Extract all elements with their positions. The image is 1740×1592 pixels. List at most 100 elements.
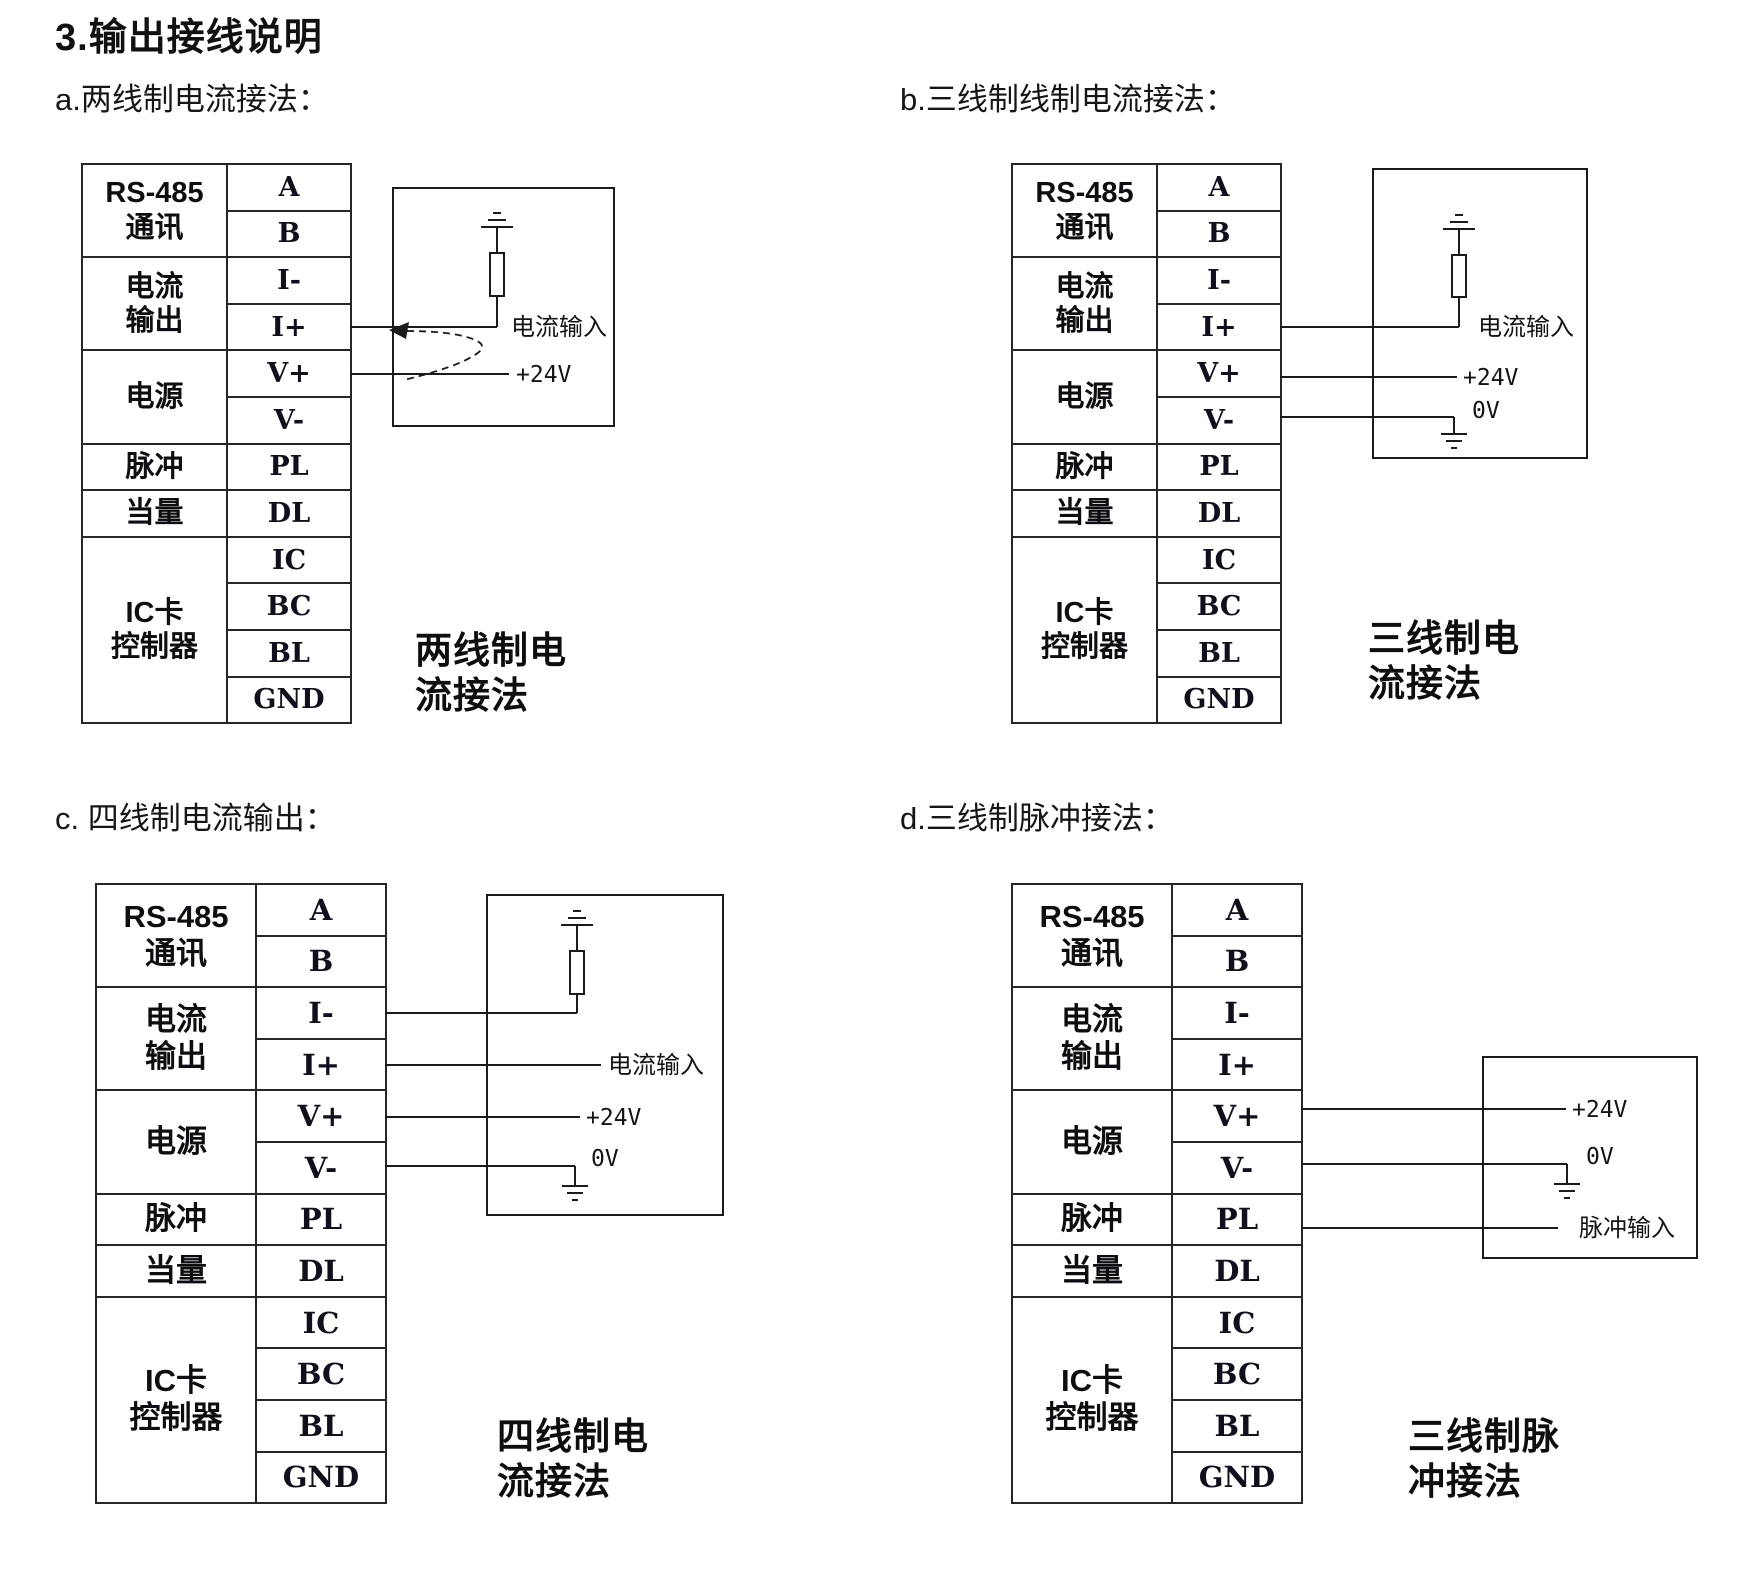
table-row: BC <box>1012 582 1282 631</box>
pin-cell-a: A <box>1156 163 1282 212</box>
group-cell-power: 电源 <box>81 349 228 445</box>
group-label-line: 控制器 <box>129 1399 223 1435</box>
group-cell-current-output: 电流 输出 <box>95 986 257 1092</box>
table-row: GND <box>1012 675 1282 725</box>
pin-cell-dl: DL <box>1156 489 1282 538</box>
terminal-table: RS-485 通讯 A B 电流 输出 I- I+ 电源 <box>1011 162 1282 725</box>
table-row: I+ <box>96 1037 387 1092</box>
pin-cell-pl: PL <box>255 1192 387 1247</box>
pin-cell-bl: BL <box>226 628 352 678</box>
pin-cell-a: A <box>226 163 352 212</box>
pin-cell-v-minus: V- <box>255 1140 387 1195</box>
caption-line: 三线制脉 <box>1408 1416 1560 1457</box>
group-label-line: RS-485 <box>1039 899 1145 935</box>
pin-cell-pl: PL <box>1171 1192 1303 1247</box>
resistor-icon <box>489 252 505 297</box>
terminal-table: RS-485 通讯 A B 电流 输出 I- I+ 电源 <box>1011 882 1303 1505</box>
pin-cell-v-plus: V+ <box>1171 1089 1303 1143</box>
pin-cell-i-minus: I- <box>1171 986 1303 1040</box>
table-row: GND <box>1012 1450 1303 1505</box>
group-label-line: 输出 <box>1055 304 1114 337</box>
pin-cell-v-minus: V- <box>1171 1140 1303 1195</box>
pin-cell-i-plus: I+ <box>1171 1037 1303 1092</box>
group-label-line: 电流 <box>145 1002 207 1038</box>
group-cell-pulse: 脉冲 <box>81 442 228 492</box>
group-label-line: 当量 <box>145 1252 207 1288</box>
ground-symbol-icon <box>1441 417 1467 449</box>
device-box <box>1482 1056 1698 1259</box>
caption-line: 流接法 <box>1368 663 1482 704</box>
pin-cell-bc: BC <box>1171 1347 1303 1401</box>
table-row: I+ <box>1012 302 1282 352</box>
table-row: GND <box>82 675 352 725</box>
table-row: BL <box>82 628 352 678</box>
pin-cell-b: B <box>1156 209 1282 259</box>
pin-cell-v-minus: V- <box>226 395 352 445</box>
table-row: 电流 输出 I- <box>1011 256 1282 352</box>
pin-cell-gnd: GND <box>1156 675 1282 725</box>
group-label-line: 电流 <box>1055 270 1114 303</box>
group-cell-power: 电源 <box>95 1089 257 1195</box>
pin-cell-v-plus: V+ <box>226 349 352 398</box>
pulse-input-label: 脉冲输入 <box>1579 1215 1675 1242</box>
caption-line: 两线制电 <box>415 630 567 671</box>
table-row: 脉冲 PL <box>1011 442 1282 492</box>
pin-cell-ic: IC <box>1156 535 1282 585</box>
group-label-line: 电源 <box>125 380 184 413</box>
table-row: 脉冲 PL <box>1011 1192 1303 1247</box>
table-row: RS-485 通讯 A <box>1011 162 1282 259</box>
pin-cell-bc: BC <box>1156 582 1282 631</box>
diagram-d-caption: 三线制脉 冲接法 <box>1408 1414 1560 1504</box>
group-label-line: 通讯 <box>1061 935 1123 971</box>
terminal-table: RS-485 通讯 A B 电流 输出 I- I+ 电源 <box>81 162 352 725</box>
v0-label: 0V <box>1472 398 1500 424</box>
pin-cell-pl: PL <box>226 442 352 492</box>
group-label-line: 当量 <box>125 497 184 530</box>
table-row: IC卡 控制器 IC <box>81 535 352 725</box>
table-row: RS-485 通讯 A <box>1011 882 1303 989</box>
ground-symbol-icon <box>481 212 513 253</box>
device-box <box>392 187 615 427</box>
group-cell-power: 电源 <box>1011 349 1158 445</box>
group-label-line: IC卡 <box>1061 1363 1123 1399</box>
pin-cell-ic: IC <box>255 1295 387 1350</box>
table-row: BL <box>1012 628 1282 678</box>
ground-symbol-icon <box>1443 214 1475 255</box>
table-row: I+ <box>82 302 352 352</box>
pin-cell-i-minus: I- <box>1156 256 1282 305</box>
pin-cell-i-plus: I+ <box>226 302 352 352</box>
caption-line: 流接法 <box>497 1461 611 1502</box>
diagram-b-circuit: 电流输入 +24V 0V <box>1280 168 1588 459</box>
current-input-label: 电流输入 <box>1478 314 1574 341</box>
group-label-line: 控制器 <box>110 630 198 663</box>
table-row: 电流 输出 I- <box>81 256 352 352</box>
pin-cell-b: B <box>255 934 387 989</box>
diagram-b-header: b.三线制线制电流接法： <box>900 82 1236 117</box>
table-row: GND <box>96 1450 387 1505</box>
pin-cell-ic: IC <box>226 535 352 585</box>
pin-cell-pl: PL <box>1156 442 1282 492</box>
diagram-d-header: d.三线制脉冲接法： <box>900 801 1174 836</box>
table-row: 当量 DL <box>95 1244 387 1298</box>
group-cell-equivalent: 当量 <box>1011 1244 1173 1298</box>
group-cell-rs485: RS-485 通讯 <box>95 882 257 989</box>
pin-cell-b: B <box>1171 934 1303 989</box>
v24-label: +24V <box>1572 1097 1628 1123</box>
table-row: 电源 V+ <box>1011 1089 1303 1195</box>
pin-cell-gnd: GND <box>226 675 352 725</box>
device-box <box>1372 168 1588 459</box>
group-cell-current-output: 电流 输出 <box>81 256 228 352</box>
group-label-line: 输出 <box>125 304 184 337</box>
v24-label: +24V <box>1463 365 1519 391</box>
pin-cell-i-plus: I+ <box>255 1037 387 1092</box>
pin-cell-gnd: GND <box>1171 1450 1303 1505</box>
table-row: 电源 V+ <box>1011 349 1282 445</box>
group-label-line: 通讯 <box>125 211 184 244</box>
group-label-line: 控制器 <box>1040 630 1128 663</box>
group-label-line: IC卡 <box>145 1363 207 1399</box>
group-label-line: 电流 <box>1061 1002 1123 1038</box>
pin-cell-dl: DL <box>226 489 352 538</box>
group-label-line: IC卡 <box>125 596 184 629</box>
pin-cell-a: A <box>255 883 387 937</box>
diagram-c-header: c. 四线制电流输出： <box>55 801 336 836</box>
